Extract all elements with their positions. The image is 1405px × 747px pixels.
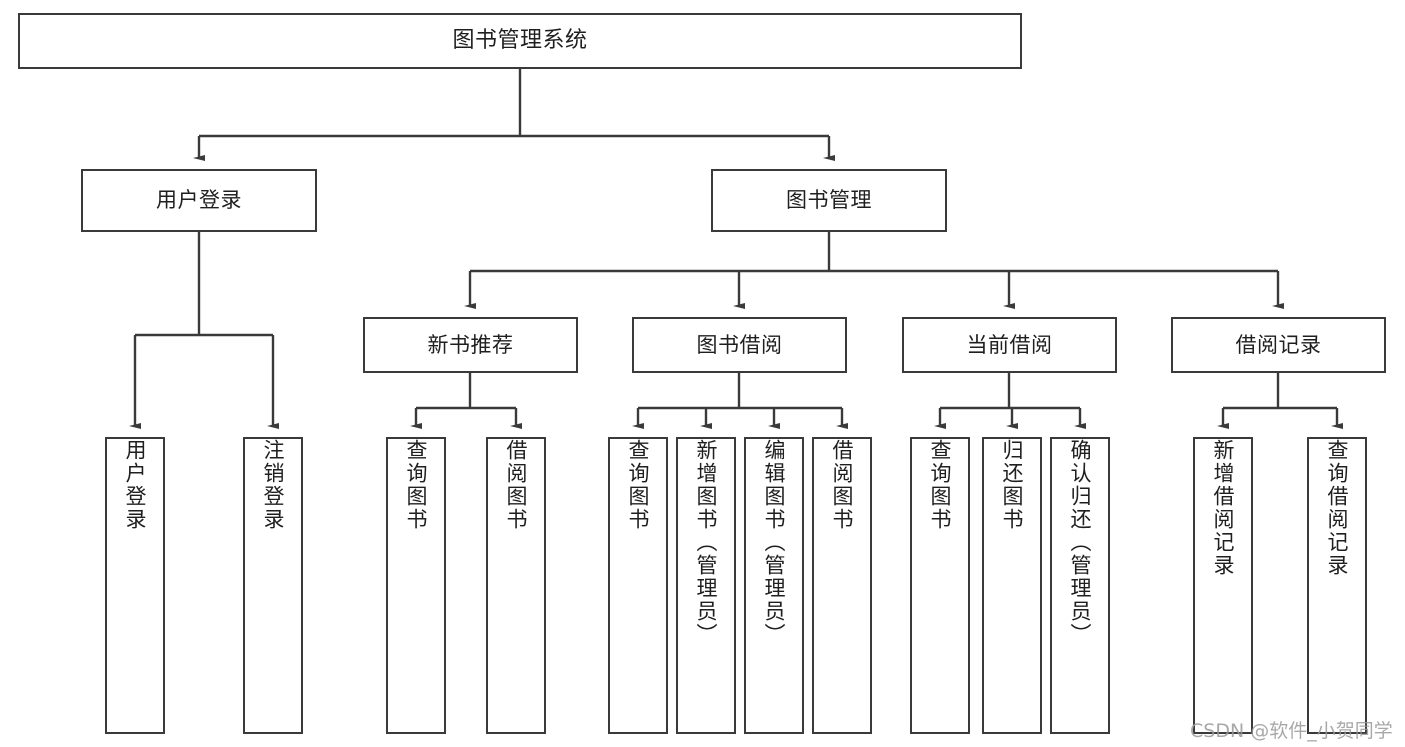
node-leaf-query-book-1[interactable]: 查询图书 (386, 437, 446, 734)
node-leaf-borrow-book-2[interactable]: 借阅图书 (812, 437, 872, 734)
node-book-manage[interactable]: 图书管理 (711, 169, 947, 232)
node-label: 用户登录 (123, 439, 148, 531)
node-label: 查询借阅记录 (1325, 439, 1350, 577)
node-leaf-query-book-2[interactable]: 查询图书 (608, 437, 668, 734)
node-label: 图书管理 (786, 188, 872, 213)
node-new-book-recommend[interactable]: 新书推荐 (363, 317, 578, 373)
node-leaf-add-record[interactable]: 新增借阅记录 (1193, 437, 1253, 734)
node-label: 注销登录 (261, 439, 286, 531)
node-leaf-user-logout[interactable]: 注销登录 (243, 437, 303, 734)
node-leaf-confirm-return[interactable]: 确认归还（管理员） (1050, 437, 1110, 734)
node-leaf-add-book[interactable]: 新增图书（管理员） (676, 437, 736, 734)
node-label: 查询图书 (928, 439, 953, 531)
node-label: 借阅图书 (830, 439, 855, 531)
node-leaf-query-book-3[interactable]: 查询图书 (910, 437, 970, 734)
node-label: 图书管理系统 (452, 28, 588, 54)
node-leaf-borrow-book-1[interactable]: 借阅图书 (486, 437, 546, 734)
node-label: 确认归还（管理员） (1068, 439, 1093, 646)
node-label: 新增借阅记录 (1211, 439, 1236, 577)
node-label: 新书推荐 (427, 332, 514, 357)
csdn-watermark: CSDN @软件_小贺同学 (1190, 720, 1393, 742)
node-leaf-user-login[interactable]: 用户登录 (105, 437, 165, 734)
node-label: 新增图书（管理员） (694, 439, 719, 646)
node-user-login[interactable]: 用户登录 (81, 169, 317, 232)
node-leaf-return-book[interactable]: 归还图书 (982, 437, 1042, 734)
node-label: 归还图书 (1000, 439, 1025, 531)
node-book-borrow[interactable]: 图书借阅 (632, 317, 847, 373)
node-label: 图书借阅 (696, 332, 783, 357)
node-label: 借阅记录 (1235, 332, 1322, 357)
node-label: 编辑图书（管理员） (762, 439, 787, 646)
node-label: 查询图书 (626, 439, 651, 531)
node-root[interactable]: 图书管理系统 (18, 13, 1022, 69)
node-leaf-query-record[interactable]: 查询借阅记录 (1307, 437, 1367, 734)
node-borrow-record[interactable]: 借阅记录 (1171, 317, 1386, 373)
node-leaf-edit-book[interactable]: 编辑图书（管理员） (744, 437, 804, 734)
node-label: 当前借阅 (966, 332, 1053, 357)
node-label: 借阅图书 (504, 439, 529, 531)
node-current-borrow[interactable]: 当前借阅 (902, 317, 1117, 373)
node-label: 查询图书 (404, 439, 429, 531)
node-label: 用户登录 (156, 188, 242, 213)
